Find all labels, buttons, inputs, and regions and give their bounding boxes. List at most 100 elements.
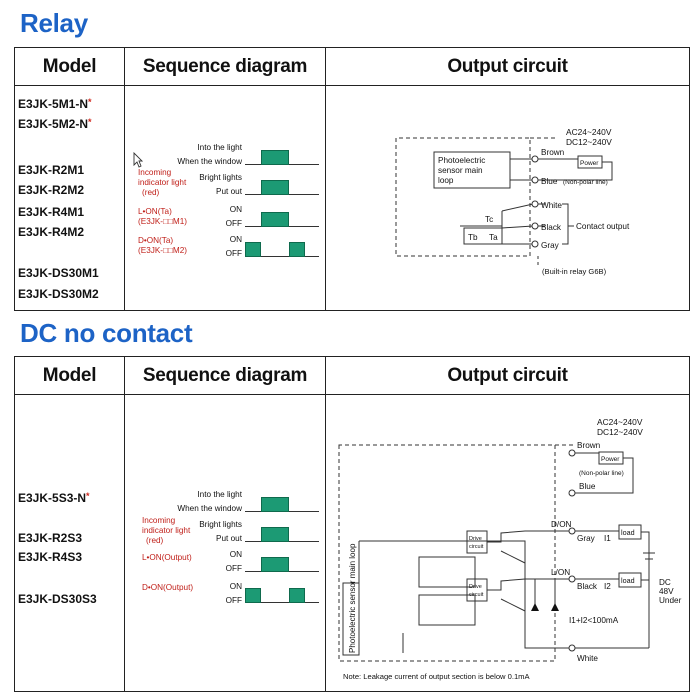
wire-label: White [577,654,598,663]
sensor-label: Photoelectric sensor main loop [348,543,357,653]
dc-table: Model Sequence diagram Output circuit E3… [14,356,690,692]
state-label: Bright lights [199,520,242,529]
drive-label: circuit [469,544,484,550]
light-state-label: When the window [177,504,242,513]
relay-table: Model Sequence diagram Output circuit E3… [14,47,690,311]
waveform-pulse [289,242,305,257]
dc-sequence-header: Sequence diagram [142,365,308,386]
model-name: E3JK-R4M1 [18,205,85,219]
model-name: E3JK-DS30S3 [18,592,97,606]
state-label: OFF [225,564,242,573]
relay-note: (Built-in relay G6B) [542,267,607,276]
supply-label: AC24~240V [566,127,612,137]
state-label: Bright lights [199,173,242,182]
waveform-pulse [261,212,289,227]
drive-label: Drive [469,584,482,590]
indicator-label: Incoming [138,168,172,177]
dc-label: Under [659,596,682,605]
light-state-label: Into the light [197,490,242,499]
state-label: ON [229,205,242,214]
load-label: load [621,576,635,585]
col-divider [124,48,125,310]
drive-label: Drive [469,536,482,542]
waveform-pulse [261,497,289,512]
current-label: I2 [604,582,611,591]
waveform-pulse [289,588,305,603]
waveform-pulse [261,150,289,165]
current-label: I1 [604,534,611,543]
contact-label: Ta [489,233,498,242]
power-label: Power [601,456,620,463]
state-label: ON [229,582,242,591]
sensor-label: Photoelectric [438,156,485,165]
wire-label: Brown [541,148,565,157]
state-label: Put out [216,534,242,543]
dc-heading: DC no contact [20,318,193,348]
light-state-label: Into the light [197,143,242,152]
don-label: (E3JK-□□M2) [138,246,188,255]
model-name: E3JK-R4M2 [18,225,85,239]
relay-heading: Relay [20,8,88,38]
supply-label: DC12~240V [597,427,643,437]
light-state-label: When the window [177,157,242,166]
don-label: D/ON [551,520,572,529]
waveform-pulse [245,242,261,257]
wire-label: Blue [541,177,558,186]
contact-label: Tb [468,233,478,242]
wire-label: Black [541,223,562,232]
contact-output-label: Contact output [576,222,630,231]
wire-label: Black [577,582,598,591]
note-label: (Non-polar line) [579,470,624,477]
model-name: E3JK-R2S3 [18,531,83,545]
model-name: E3JK-R2M1 [18,163,85,177]
relay-model-header: Model [42,56,97,77]
state-label: OFF [225,219,242,228]
model-name: E3JK-DS30M2 [18,287,99,301]
waveform-pulse [245,588,261,603]
supply-label: DC12~240V [566,137,612,147]
dc-model-header: Model [42,365,97,386]
relay-output-header: Output circuit [447,56,568,77]
dc-label: 48V [659,587,674,596]
note-label: (Non-polar line) [563,179,608,186]
contact-label: Tc [485,215,493,224]
col-divider [124,357,125,691]
model-name: E3JK-5M1-N* [18,97,92,111]
wire-label: Brown [577,441,601,450]
state-label: Put out [216,187,242,196]
lon-label: L•ON(Ta) [138,207,172,216]
current-limit: I1+I2<100mA [569,616,619,625]
indicator-label: indicator light [138,178,187,187]
dc-header-row [15,357,689,395]
waveform-baseline [245,242,319,257]
state-label: ON [229,550,242,559]
waveform-pulse [261,180,289,195]
wire-label: Blue [579,482,596,491]
relay-header-row [15,48,689,86]
don-label: D•ON(Ta) [138,236,174,245]
col-divider [325,48,326,310]
model-name: E3JK-R2M2 [18,183,85,197]
indicator-label: Incoming [142,516,176,525]
lon-label: L/ON [551,568,570,577]
indicator-label: (red) [146,536,164,545]
state-label: ON [229,235,242,244]
dc-label: DC [659,578,671,587]
relay-output-circuit: AC24~240V DC12~240V Photoelectric sensor… [395,127,630,276]
supply-label: AC24~240V [597,417,643,427]
waveform-baseline [245,588,319,603]
state-label: OFF [225,249,242,258]
model-name: E3JK-5S3-N* [18,491,90,505]
dc-output-header: Output circuit [447,365,568,386]
sensor-label: sensor main [438,166,483,175]
cursor-icon [133,152,143,168]
don-label: D•ON(Output) [142,583,194,592]
leakage-note: Note: Leakage current of output section … [343,672,531,681]
waveform-pulse [261,557,289,572]
indicator-label: indicator light [142,526,191,535]
wire-label: White [541,201,562,210]
model-name: E3JK-5M2-N* [18,117,92,131]
power-label: Power [580,160,599,167]
wire-label: Gray [541,241,560,250]
lon-label: L•ON(Output) [142,553,192,562]
